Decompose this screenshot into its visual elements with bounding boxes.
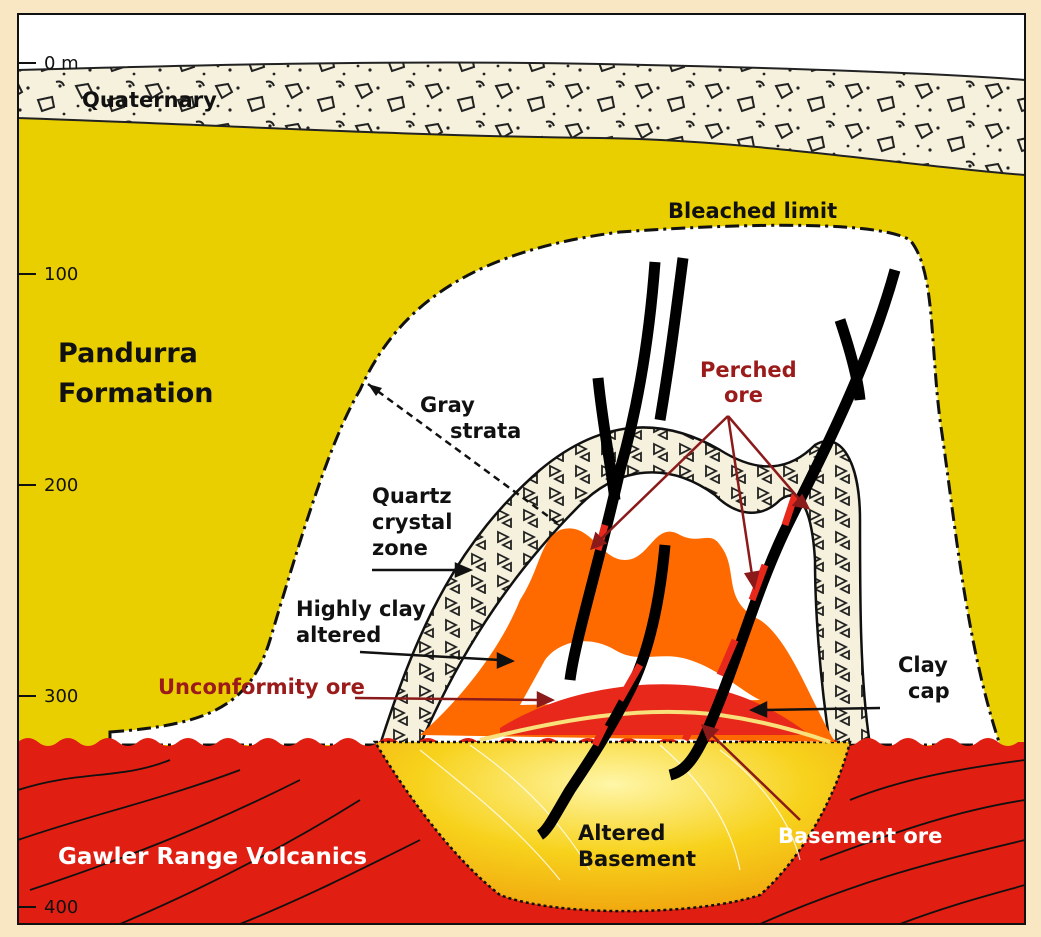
altered-basement-label-line1: Altered xyxy=(578,821,665,845)
depth-tick-label: 100 xyxy=(44,264,78,285)
gray-strata-label-line2: strata xyxy=(450,419,521,443)
depth-tick-label: 400 xyxy=(44,897,78,918)
clay-cap-label-line2: cap xyxy=(908,679,950,703)
depth-tick-label: 200 xyxy=(44,475,78,496)
gawler-label: Gawler Range Volcanics xyxy=(58,844,367,870)
basement-ore-label: Basement ore xyxy=(778,824,942,848)
quartz-zone-label-line3: zone xyxy=(372,536,428,560)
depth-tick-label: 300 xyxy=(44,686,78,707)
quaternary-label: Quaternary xyxy=(82,88,217,112)
quartz-zone-label-line1: Quartz xyxy=(372,484,452,508)
altered-basement-label-line2: Basement xyxy=(578,847,696,871)
unconformity-ore-label: Unconformity ore xyxy=(158,675,365,699)
gray-strata-label-line1: Gray xyxy=(420,393,475,417)
perched-ore-label-line1: Perched xyxy=(700,358,797,382)
perched-ore-label-line2: ore xyxy=(724,383,763,407)
clay-altered-label-line2: altered xyxy=(296,623,381,647)
quartz-zone-label-line2: crystal xyxy=(372,510,452,534)
pandurra-label-line2: Formation xyxy=(58,378,214,409)
clay-altered-label-line1: Highly clay xyxy=(296,597,426,621)
clay-cap-label-line1: Clay xyxy=(898,653,948,677)
depth-tick-label: 0 m xyxy=(44,53,79,74)
bleached-limit-label: Bleached limit xyxy=(668,199,837,223)
pandurra-label-line1: Pandurra xyxy=(58,338,198,369)
